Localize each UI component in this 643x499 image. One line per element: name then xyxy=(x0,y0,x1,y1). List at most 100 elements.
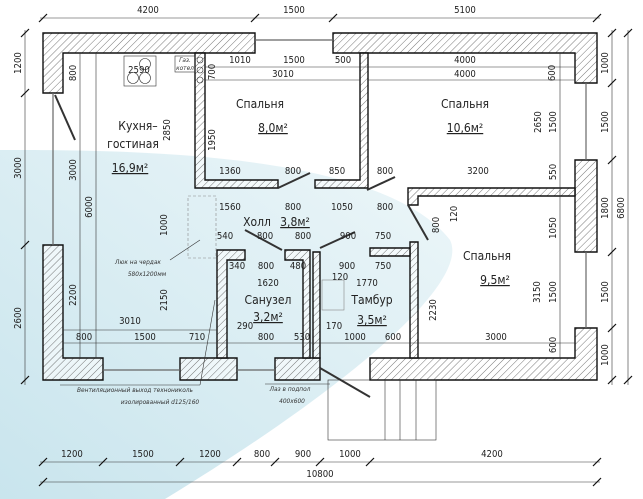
dimension-label: 1500 xyxy=(283,55,305,66)
dimension-label: 120 xyxy=(449,206,460,222)
dimension-tick xyxy=(98,457,108,467)
dimension-label: 800 xyxy=(258,332,274,343)
dimension-label: 6800 xyxy=(616,197,627,219)
note-vent-1: Вентиляционный выход технониколь xyxy=(77,386,193,394)
dimension-label: 3200 xyxy=(467,166,489,177)
dimension-label: 1000 xyxy=(339,449,361,460)
dimension-label: 800 xyxy=(76,332,92,343)
dimension-label: 600 xyxy=(547,65,558,81)
dimension-label: 1620 xyxy=(257,278,279,289)
dimension-label: 800 xyxy=(377,202,393,213)
dimension-label: 3010 xyxy=(119,316,141,327)
dimension-tick xyxy=(38,13,48,23)
note-boiler-2: котел xyxy=(176,64,194,72)
annotations: Люк на чердак 580х1200мм Вентиляционный … xyxy=(60,56,330,406)
room-hall-area: 3,8м² xyxy=(280,215,310,229)
dimension-label: 4200 xyxy=(481,449,503,460)
dimension-label: 800 xyxy=(431,217,442,233)
room-bedroom3-area: 9,5м² xyxy=(480,273,510,287)
dimension-label: 600 xyxy=(548,337,559,353)
dimension-label: 1200 xyxy=(13,52,24,74)
dimension-label: 2230 xyxy=(428,299,439,321)
dimension-label: 800 xyxy=(257,231,273,242)
room-bathroom-name: Санузел xyxy=(245,293,292,307)
doors xyxy=(54,94,429,398)
dimension-tick xyxy=(592,457,602,467)
dimension-label: 2590 xyxy=(128,65,150,76)
dimension-tick xyxy=(20,88,30,98)
room-bedroom1-name: Спальня xyxy=(236,97,284,111)
dimension-tick xyxy=(20,240,30,250)
dimension-label: 1800 xyxy=(600,197,611,219)
dimension-label: 3000 xyxy=(68,159,79,181)
dimension-tick xyxy=(328,13,338,23)
dimension-label: 1560 xyxy=(219,202,241,213)
dimension-tick xyxy=(607,28,617,38)
note-floor-hatch-size: 400х600 xyxy=(279,397,305,405)
room-bedroom1-area: 8,0м² xyxy=(258,121,288,135)
note-attic-hatch: Люк на чердак xyxy=(114,258,161,266)
room-bedroom2-area: 10,6м² xyxy=(447,121,484,135)
dimension-label: 1500 xyxy=(600,111,611,133)
dimension-label: 1000 xyxy=(600,52,611,74)
porch-steps xyxy=(327,379,437,441)
room-labels: Кухня– гостиная 16,9м² Спальня 8,0м² Спа… xyxy=(107,97,511,327)
dimension-label: 800 xyxy=(254,449,270,460)
room-vestibule-name: Тамбур xyxy=(350,293,392,307)
dimension-label: 5100 xyxy=(454,5,476,16)
dimension-label: 290 xyxy=(237,321,253,332)
dimension-label: 1500 xyxy=(548,281,559,303)
dimension-tick xyxy=(20,28,30,38)
dimension-label: 900 xyxy=(339,261,355,272)
dimension-label: 1050 xyxy=(331,202,353,213)
dimension-label: 1500 xyxy=(132,449,154,460)
dimension-tick xyxy=(175,457,185,467)
dimension-label: 2600 xyxy=(13,307,24,329)
dimension-label: 1000 xyxy=(600,344,611,366)
room-kitchen-name-2: гостиная xyxy=(107,137,159,151)
dimension-label: 1010 xyxy=(229,55,251,66)
dimension-label: 170 xyxy=(326,321,342,332)
dimension-label: 3150 xyxy=(532,281,543,303)
dimension-label: 1200 xyxy=(61,449,83,460)
dimension-label: 120 xyxy=(332,272,348,283)
dimension-label: 700 xyxy=(207,64,218,80)
room-vestibule-area: 3,5м² xyxy=(357,313,387,327)
note-vent-2: изолированный d125/160 xyxy=(121,398,200,406)
walls xyxy=(42,32,598,381)
dimension-label: 1770 xyxy=(356,278,378,289)
dimension-label: 1500 xyxy=(134,332,156,343)
room-hall-name: Холл xyxy=(243,215,271,229)
dimension-label: 4000 xyxy=(454,55,476,66)
room-bathroom-area: 3,2м² xyxy=(253,310,283,324)
windows xyxy=(52,39,587,371)
floor-hatch xyxy=(321,279,345,311)
dimension-tick xyxy=(315,457,325,467)
dimension-label: 1360 xyxy=(219,166,241,177)
dimension-label: 2850 xyxy=(162,119,173,141)
dimension-label: 2200 xyxy=(68,284,79,306)
dimension-tick xyxy=(20,375,30,385)
dimension-label: 3000 xyxy=(13,157,24,179)
dimension-label: 1500 xyxy=(283,5,305,16)
dimension-label: 540 xyxy=(217,231,233,242)
dimension-label: 2150 xyxy=(159,289,170,311)
dimension-label: 800 xyxy=(377,166,393,177)
dimension-label: 340 xyxy=(229,261,245,272)
dimension-tick xyxy=(38,457,48,467)
dimension-label: 850 xyxy=(329,166,345,177)
dimension-tick xyxy=(623,375,633,385)
dimension-label: 1950 xyxy=(207,129,218,151)
dimension-tick xyxy=(365,457,375,467)
dimension-tick xyxy=(607,375,617,385)
dimension-label: 10800 xyxy=(306,469,333,480)
dimension-tick xyxy=(607,155,617,165)
dimension-label: 530 xyxy=(294,332,310,343)
dimension-label: 1000 xyxy=(159,214,170,236)
note-boiler-1: Газ. xyxy=(179,56,191,64)
dimension-label: 750 xyxy=(375,261,391,272)
stove-icon xyxy=(123,55,157,87)
dimension-label: 480 xyxy=(290,261,306,272)
dimension-tick xyxy=(592,13,602,23)
